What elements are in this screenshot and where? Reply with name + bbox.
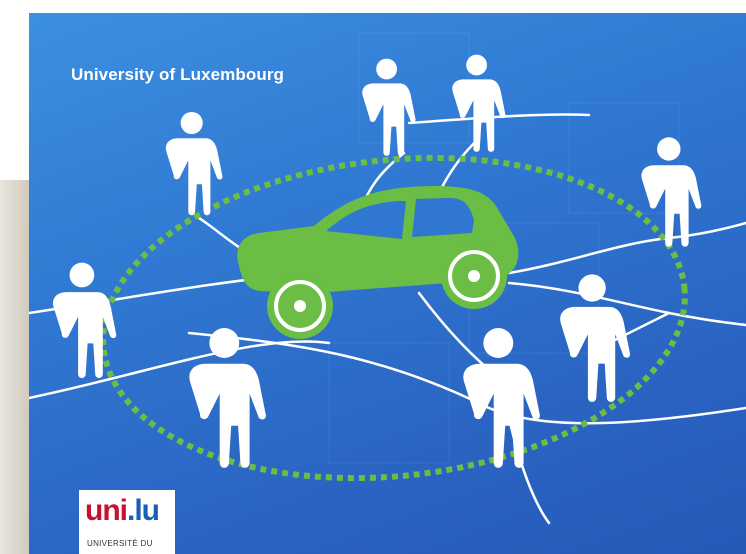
logo-caption: UNIVERSITÉ DU [87,539,153,548]
person-icon [189,328,266,468]
background-panels [328,32,680,464]
person-icon [641,137,702,247]
poster: University of Luxembourg uni.lu UNIVERSI… [29,13,746,554]
person-icon [463,328,540,468]
university-title: University of Luxembourg [71,65,285,84]
car-icon [237,186,519,339]
background-photo-strip [0,180,32,554]
logo-mark-lu: lu [134,494,160,527]
ridesharing-illustration [29,32,746,525]
university-logo[interactable]: uni.lu UNIVERSITÉ DU [79,490,175,554]
person-icon [165,111,223,216]
logo-mark-dot: . [127,494,135,527]
person-icon [560,274,631,402]
connection-lines [29,113,746,525]
person-icon [452,54,506,152]
logo-mark: uni.lu [85,494,160,528]
person-icon [362,58,416,156]
logo-mark-uni: uni [85,494,128,527]
group-ellipse [100,154,688,482]
